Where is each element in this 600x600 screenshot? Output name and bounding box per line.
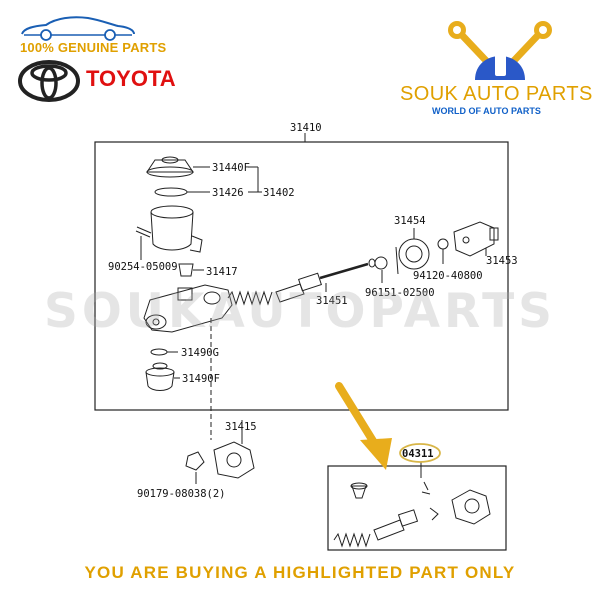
store-name: SOUK AUTO PARTS (400, 83, 593, 105)
label-90179: 90179-08038(2) (137, 488, 226, 500)
label-96151: 96151-02500 (365, 287, 435, 299)
wrench-logo-icon (448, 21, 552, 80)
label-31426: 31426 (212, 187, 244, 199)
label-31454: 31454 (394, 215, 426, 227)
label-31490F: 31490F (182, 373, 220, 385)
label-31490G: 31490G (181, 347, 219, 359)
pointer-arrow-icon (335, 382, 392, 470)
watermark: SOUKAUTOPARTS (44, 284, 556, 339)
brand-name: TOYOTA (86, 66, 176, 91)
label-31410: 31410 (290, 122, 322, 134)
label-31415: 31415 (225, 421, 257, 433)
label-94120: 94120-40800 (413, 270, 483, 282)
genuine-parts-label: 100% GENUINE PARTS (20, 40, 167, 55)
car-silhouette-icon (21, 16, 135, 41)
footer-notice: YOU ARE BUYING A HIGHLIGHTED PART ONLY (84, 563, 516, 582)
highlighted-kit-frame (327, 465, 507, 551)
label-90254: 90254-05009 (108, 261, 178, 273)
label-04311: 04311 (402, 448, 434, 460)
label-31453: 31453 (486, 255, 518, 267)
label-31402: 31402 (263, 187, 295, 199)
label-31440F: 31440F (212, 162, 250, 174)
highlighted-part-ring (399, 443, 441, 463)
label-31417: 31417 (206, 266, 238, 278)
toyota-logo (18, 60, 80, 102)
label-31451: 31451 (316, 295, 348, 307)
assembly-frame (94, 141, 509, 411)
store-tagline: WORLD OF AUTO PARTS (432, 106, 541, 116)
